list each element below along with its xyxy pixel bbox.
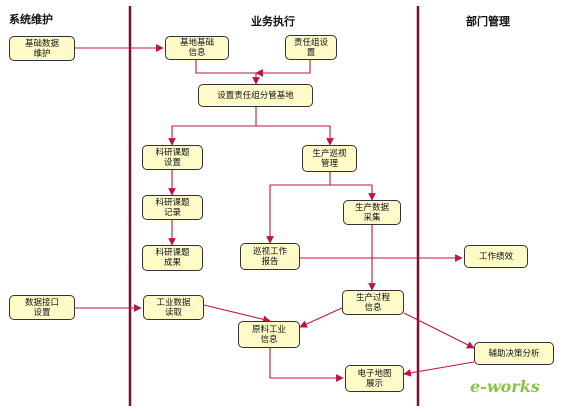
node-process-info[interactable]: 生产过程 信息 bbox=[342, 290, 404, 315]
lane-title-department: 部门管理 bbox=[466, 15, 510, 28]
edge-patrol-to-report bbox=[266, 172, 331, 244]
node-label: 巡视工作 报告 bbox=[252, 246, 287, 267]
node-label: 辅助决策分析 bbox=[488, 348, 540, 359]
node-decision-analysis[interactable]: 辅助决策分析 bbox=[474, 342, 554, 365]
node-team-setup[interactable]: 责任组设 置 bbox=[285, 35, 337, 60]
edge-process-to-raw bbox=[299, 307, 343, 328]
edge-patrol-to-collect bbox=[330, 184, 376, 201]
node-research-record[interactable]: 科研课题 记录 bbox=[142, 195, 203, 220]
node-production-collect[interactable]: 生产数据 采集 bbox=[343, 200, 401, 225]
edge-baseinfo-to-assign bbox=[195, 59, 260, 85]
edge-raw-to-emap bbox=[269, 348, 344, 382]
node-label: 生产过程 信息 bbox=[355, 292, 390, 313]
edge-assign-to-research bbox=[168, 107, 257, 146]
lane-title-business: 业务执行 bbox=[251, 15, 295, 28]
node-base-info[interactable]: 基地基础 信息 bbox=[165, 36, 229, 60]
edge-team-to-assign bbox=[255, 60, 311, 77]
edge-decision-to-emap bbox=[403, 361, 475, 377]
node-label: 工业数据 读取 bbox=[156, 297, 191, 318]
lane-title-system: 系统维护 bbox=[9, 13, 53, 26]
node-label: 基础数据 维护 bbox=[24, 38, 59, 59]
node-label: 科研课题 记录 bbox=[155, 197, 190, 218]
node-label: 电子地图 展示 bbox=[357, 368, 392, 389]
edge-process-to-decision bbox=[403, 312, 475, 349]
node-label: 原料工业 信息 bbox=[251, 324, 286, 345]
node-label: 生产巡视 管理 bbox=[312, 148, 347, 169]
node-assign-base[interactable]: 设置责任组分管基地 bbox=[198, 84, 313, 107]
node-raw-material[interactable]: 原料工业 信息 bbox=[238, 321, 300, 348]
node-work-performance[interactable]: 工作绩效 bbox=[464, 245, 528, 268]
node-research-setup[interactable]: 科研课题 设置 bbox=[142, 145, 203, 170]
node-label: 责任组设 置 bbox=[293, 37, 328, 58]
node-label: 生产数据 采集 bbox=[354, 202, 389, 223]
node-label: 科研课题 设置 bbox=[155, 147, 190, 168]
node-emap-display[interactable]: 电子地图 展示 bbox=[345, 365, 404, 392]
node-label: 设置责任组分管基地 bbox=[217, 90, 294, 101]
node-basic-data-maintenance[interactable]: 基础数据 维护 bbox=[9, 36, 75, 61]
edge-assign-to-patrol bbox=[256, 125, 334, 146]
node-label: 工作绩效 bbox=[478, 251, 513, 262]
edge-read-to-raw bbox=[203, 304, 271, 324]
node-label: 基地基础 信息 bbox=[179, 38, 214, 58]
node-label: 数据接口 设置 bbox=[24, 297, 59, 318]
node-industrial-read[interactable]: 工业数据 读取 bbox=[143, 295, 204, 320]
node-patrol-report[interactable]: 巡视工作 报告 bbox=[240, 243, 300, 270]
node-interface-setup[interactable]: 数据接口 设置 bbox=[9, 295, 75, 320]
node-label: 科研课题 成果 bbox=[155, 248, 190, 268]
node-research-result[interactable]: 科研课题 成果 bbox=[142, 245, 203, 271]
node-production-patrol[interactable]: 生产巡视 管理 bbox=[302, 145, 357, 172]
watermark-logo: e-works bbox=[470, 377, 540, 396]
